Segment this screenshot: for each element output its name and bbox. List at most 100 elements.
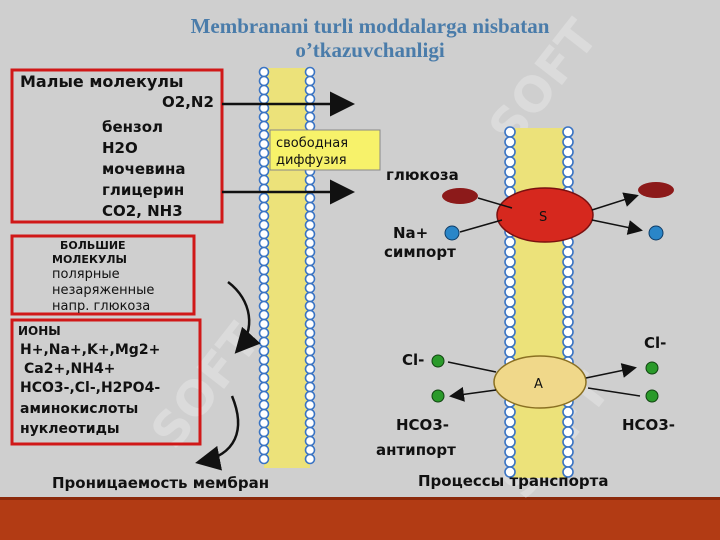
- ions-box: [10, 318, 202, 446]
- phospholipid-head: [258, 336, 270, 348]
- phospholipid-head: [304, 192, 316, 204]
- phospholipid-head: [562, 426, 574, 438]
- phospholipid-head: [304, 426, 316, 438]
- phospholipid-head: [304, 399, 316, 411]
- phospholipid-head: [304, 111, 316, 123]
- right-membrane: [504, 126, 574, 478]
- phospholipid-head: [562, 176, 574, 188]
- phospholipid-head: [258, 138, 270, 150]
- phospholipid-head: [504, 346, 516, 358]
- phospholipid-head: [258, 318, 270, 330]
- caption-transport: Процессы транспорта: [418, 472, 609, 490]
- phospholipid-head: [304, 300, 316, 312]
- left-membrane-tails: [264, 68, 310, 468]
- phospholipid-head: [258, 111, 270, 123]
- phospholipid-head: [504, 276, 516, 288]
- phospholipid-head: [562, 346, 574, 358]
- phospholipid-head: [562, 266, 574, 278]
- phospholipid-head: [562, 446, 574, 458]
- right-membrane-heads-inner: [562, 126, 574, 478]
- antiport-arrow: [585, 363, 637, 379]
- phospholipid-head: [504, 236, 516, 248]
- diagram-canvas: SOFT SOFT SOFT свободная диффузия Малые …: [10, 10, 675, 500]
- phospholipid-head: [304, 174, 316, 186]
- phospholipid-head: [258, 228, 270, 240]
- slide-title: Membranani turli moddalarga nisbatan o’t…: [0, 14, 720, 62]
- small-molecules-header: Малые молекулы: [20, 72, 183, 91]
- antiport-carrier: [493, 355, 587, 409]
- phospholipid-head: [258, 237, 270, 249]
- phospholipid-head: [504, 296, 516, 308]
- phospholipid-head: [258, 282, 270, 294]
- ions-line: аминокислоты: [20, 401, 138, 417]
- phospholipid-head: [258, 426, 270, 438]
- phospholipid-head: [562, 126, 574, 138]
- phospholipid-head: [304, 228, 316, 240]
- phospholipid-head: [258, 345, 270, 357]
- phospholipid-head: [258, 444, 270, 456]
- phospholipid-head: [504, 156, 516, 168]
- bicarbonate-ion: [645, 389, 659, 403]
- diffusion-label-box: [269, 129, 381, 171]
- phospholipid-head: [258, 417, 270, 429]
- phospholipid-head: [304, 444, 316, 456]
- small-molecule-item: глицерин: [102, 181, 184, 199]
- phospholipid-head: [304, 327, 316, 339]
- phospholipid-head: [504, 446, 516, 458]
- phospholipid-head: [258, 192, 270, 204]
- phospholipid-head: [504, 166, 516, 178]
- phospholipid-head: [504, 246, 516, 258]
- small-molecule-item: бензол: [102, 118, 163, 136]
- phospholipid-head: [562, 256, 574, 268]
- symport-arrow: [477, 197, 513, 209]
- phospholipid-head: [304, 354, 316, 366]
- antiport-carrier-label: A: [534, 377, 543, 392]
- phospholipid-head: [504, 466, 516, 478]
- phospholipid-head: [504, 336, 516, 348]
- chloride-ion: [431, 354, 445, 368]
- phospholipid-head: [504, 426, 516, 438]
- phospholipid-head: [304, 210, 316, 222]
- phospholipid-head: [304, 219, 316, 231]
- phospholipid-head: [304, 93, 316, 105]
- phospholipid-head: [304, 363, 316, 375]
- phospholipid-head: [258, 381, 270, 393]
- sodium-ion: [444, 225, 460, 241]
- phospholipid-head: [258, 129, 270, 141]
- phospholipid-head: [258, 300, 270, 312]
- phospholipid-head: [258, 219, 270, 231]
- phospholipid-head: [304, 372, 316, 384]
- phospholipid-head: [258, 372, 270, 384]
- phospholipid-head: [304, 120, 316, 132]
- glucose-molecule: [638, 182, 674, 198]
- phospholipid-head: [504, 286, 516, 298]
- phospholipid-head: [562, 296, 574, 308]
- left-membrane-heads-outer: [258, 66, 270, 465]
- diffusion-label-line2: диффузия: [276, 153, 347, 168]
- phospholipid-head: [304, 417, 316, 429]
- large-molecules-header: БОЛЬШИЕ: [60, 239, 126, 252]
- ions-line: нуклеотиды: [20, 421, 120, 437]
- bicarbonate-ion: [431, 389, 445, 403]
- phospholipid-head: [562, 146, 574, 158]
- gases-label: O2,N2: [162, 93, 214, 111]
- phospholipid-head: [562, 316, 574, 328]
- bicarbonate-label: HCO3-: [622, 416, 675, 434]
- large-molecules-line: напр. глюкоза: [52, 299, 150, 314]
- phospholipid-head: [304, 309, 316, 321]
- phospholipid-head: [304, 255, 316, 267]
- phospholipid-head: [258, 201, 270, 213]
- antiport-arrow: [447, 361, 497, 373]
- symport-arrow: [591, 192, 639, 211]
- bicarbonate-label: HCO3-: [396, 416, 449, 434]
- phospholipid-head: [304, 237, 316, 249]
- ions-line: H+,Na+,K+,Mg2+: [20, 342, 160, 358]
- phospholipid-head: [562, 306, 574, 318]
- footer-bar: [0, 500, 720, 540]
- phospholipid-head: [504, 406, 516, 418]
- phospholipid-head: [258, 93, 270, 105]
- blocked-arrow: [195, 395, 240, 471]
- footer-line: [0, 497, 720, 500]
- phospholipid-head: [504, 456, 516, 468]
- chloride-label: Cl-: [402, 351, 424, 369]
